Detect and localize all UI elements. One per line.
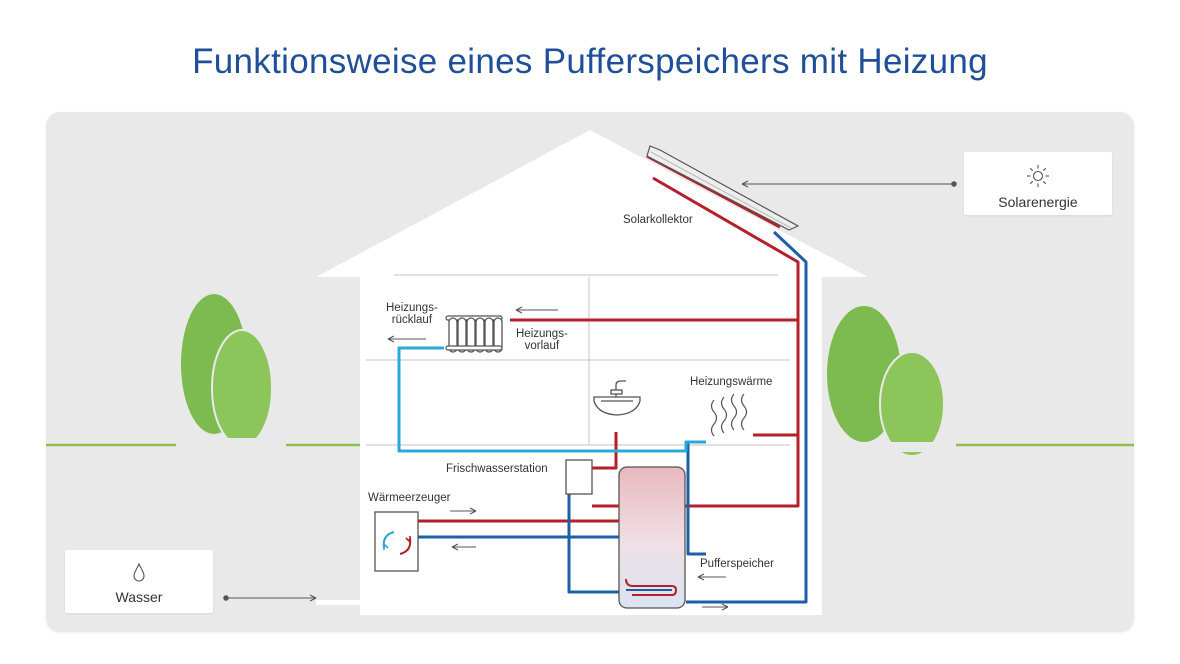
buffer-tank-diagram [46,130,1134,615]
label-heizungsvorlauf-line2: vorlauf [524,340,560,352]
fresh-water-station [565,459,593,495]
label-heizungsruecklauf-line1: Heizungs- [386,302,438,314]
house [316,130,868,615]
water-card: Wasser [65,550,213,613]
flow-arrows [223,180,957,611]
label-heizungsvorlauf-line1: Heizungs- [516,328,568,340]
label-waermeerzeuger: Wärmeerzeuger [368,492,451,504]
solar-energy-card: Solarenergie [964,152,1112,215]
tree-right [816,306,956,457]
water-drop-icon [133,562,145,582]
buffer-tank [618,466,686,609]
cold-pipes [416,230,808,604]
diagram-panel: Solarkollektor Heizungs- rücklauf Heizun… [46,112,1134,632]
hot-pipes [416,154,800,583]
tree-left [176,294,286,448]
water-label: Wasser [115,589,163,605]
return-pipes [397,346,706,453]
label-heizungswaerme: Heizungswärme [690,376,773,388]
heat-generator [374,511,419,572]
label-pufferspeicher: Pufferspeicher [700,558,774,570]
label-frischwasserstation: Frischwasserstation [446,463,548,475]
page-title: Funktionsweise eines Pufferspeichers mit… [192,42,988,81]
solar-collector [646,145,800,231]
sun-icon [1027,165,1049,187]
label-heizungsruecklauf-line2: rücklauf [391,314,433,326]
heat-waves [710,393,748,437]
label-heizungsvorlauf: Heizungs- vorlauf [516,328,568,352]
label-heizungsruecklauf: Heizungs- rücklauf [386,302,438,326]
label-solarkollektor: Solarkollektor [623,214,693,226]
sink [593,380,641,416]
solar-energy-label: Solarenergie [998,194,1078,210]
radiator [445,315,503,353]
